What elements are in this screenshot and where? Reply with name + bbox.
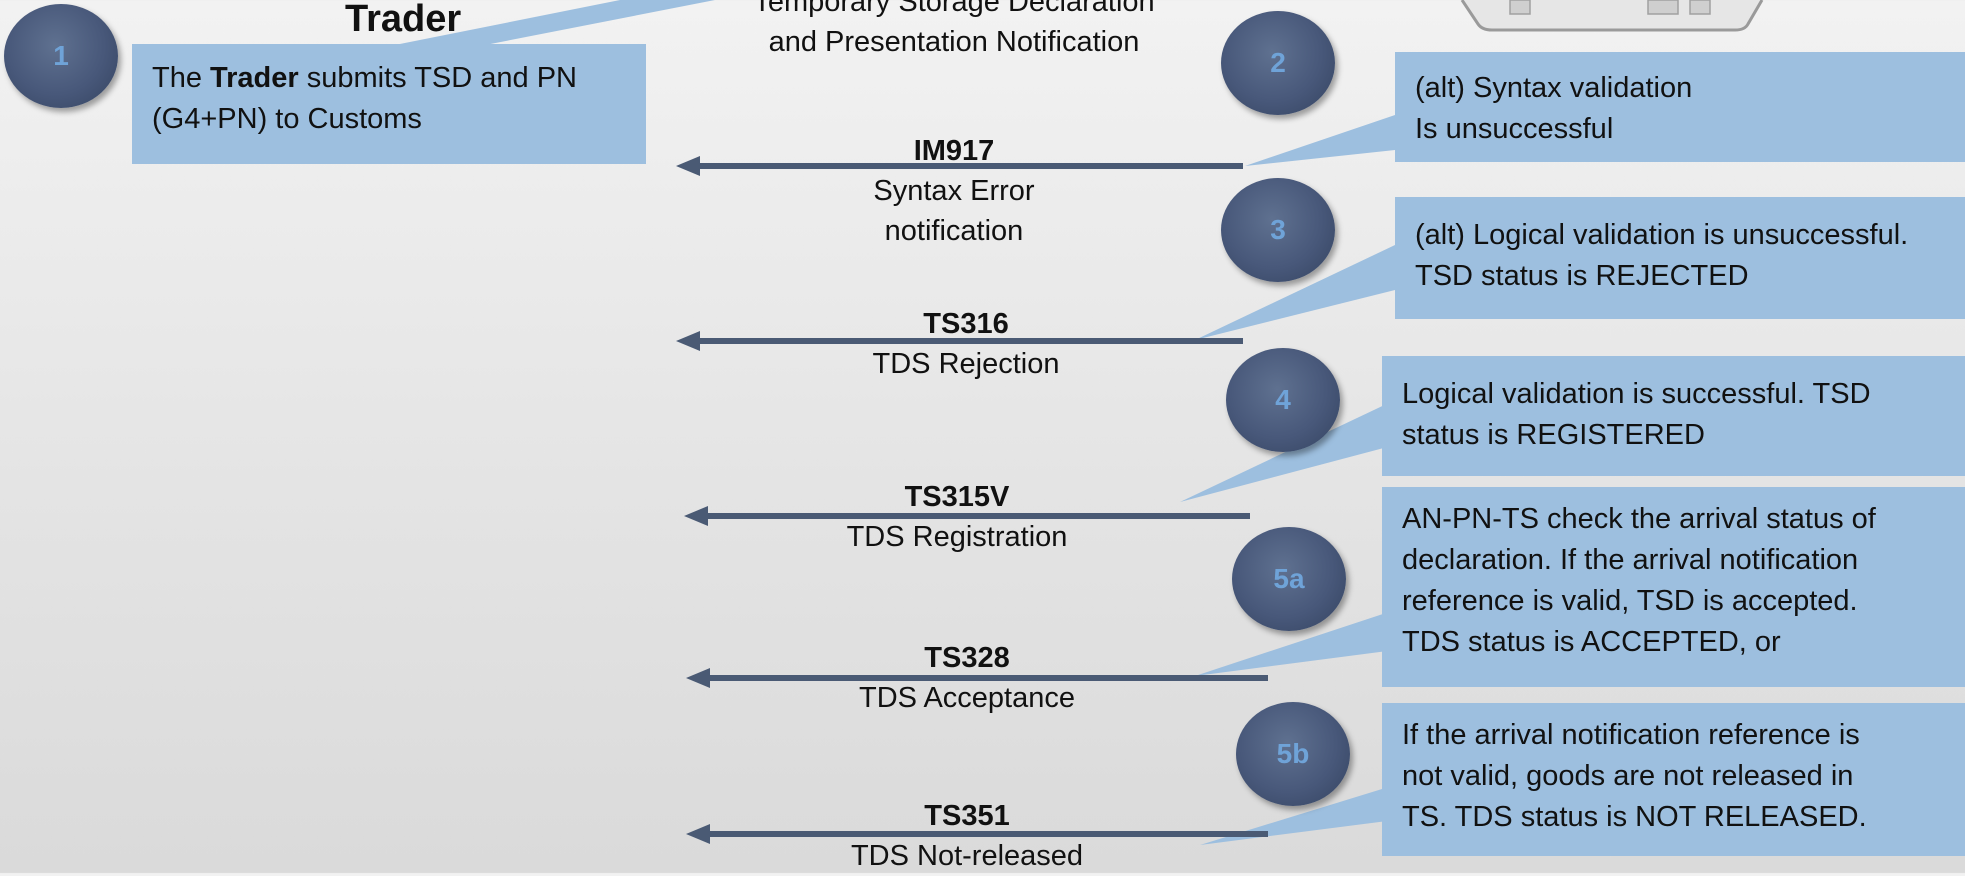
message-ts315v: TS315V TDS Registration (797, 477, 1117, 557)
callout-pointer-3 (1195, 245, 1395, 340)
message-code: TS328 (924, 642, 1010, 674)
step-4-line1: Logical validation is successful. TSD (1402, 378, 1871, 410)
step-callout-3: (alt) Logical validation is unsuccessful… (1395, 197, 1965, 319)
message-code: IM917 (913, 135, 995, 167)
message-label-line1: TDS Registration (846, 521, 1068, 553)
message-ts316: TS316 TDS Rejection (806, 304, 1126, 384)
step-callout-5b: If the arrival notification reference is… (1382, 703, 1965, 856)
step-5b-line2: not valid, goods are not released in (1402, 760, 1854, 792)
step-5a-line1: AN-PN-TS check the arrival status of (1402, 503, 1876, 535)
step-badge-5a: 5a (1232, 527, 1346, 631)
message-ts351: TS351 TDS Not-released (807, 796, 1127, 876)
message-label-line1: TDS Rejection (872, 348, 1060, 380)
step-5a-line4: TDS status is ACCEPTED, or (1402, 626, 1781, 658)
step-badge-4: 4 (1226, 348, 1340, 452)
step-2-line1: (alt) Syntax validation (1415, 72, 1693, 104)
step-callout-4: Logical validation is successful. TSD st… (1382, 356, 1965, 476)
step-2-line2: Is unsuccessful (1415, 113, 1614, 145)
callout-pointer-2 (1245, 115, 1395, 166)
step-badge-2: 2 (1221, 11, 1335, 115)
top-message-line2: and Presentation Notification (768, 26, 1140, 58)
step-badge-5b: 5b (1236, 702, 1350, 806)
message-code: TS351 (924, 800, 1010, 832)
step-1-line2: (G4+PN) to Customs (152, 103, 422, 135)
message-label-line1: TDS Acceptance (859, 682, 1075, 714)
step-5b-line1: If the arrival notification reference is (1402, 719, 1860, 751)
message-label-line1: TDS Not-released (850, 840, 1084, 872)
step-1-line1: The Trader submits TSD and PN (152, 58, 626, 99)
arrow-ts328 (686, 668, 1268, 688)
step-3-line2: TSD status is REJECTED (1415, 260, 1749, 292)
step-5a-line3: reference is valid, TSD is accepted. (1402, 585, 1858, 617)
step-5b-line3: TS. TDS status is NOT RELEASED. (1402, 801, 1867, 833)
trader-title: Trader (345, 0, 462, 40)
step-5a-line2: declaration. If the arrival notification (1402, 544, 1859, 576)
top-message-label: Temporary Storage Declaration and Presen… (724, 0, 1184, 62)
step-callout-1: The Trader submits TSD and PN (G4+PN) to… (132, 44, 646, 164)
callout-pointer-5a (1195, 610, 1395, 676)
step-badge-3: 3 (1221, 178, 1335, 282)
message-label-line1: Syntax Error (873, 175, 1035, 207)
arrow-ts315v (684, 506, 1250, 526)
step-1-text-bold: Trader (210, 62, 299, 94)
message-ts328: TS328 TDS Acceptance (807, 638, 1127, 718)
message-label-line2: notification (884, 215, 1024, 247)
step-1-text-pre: The (152, 62, 211, 94)
step-4-line2: status is REGISTERED (1402, 419, 1705, 451)
step-badge-1: 1 (4, 4, 118, 108)
message-im917: IM917 Syntax Error notification (794, 131, 1114, 251)
callout-pointer-1 (380, 0, 715, 48)
message-code: TS316 (923, 308, 1009, 340)
step-1-text-post: submits TSD and PN (298, 62, 577, 94)
callout-pointer-5b (1200, 785, 1395, 845)
arrow-im917 (676, 156, 1243, 176)
step-callout-5a: AN-PN-TS check the arrival status of dec… (1382, 487, 1965, 687)
top-message-line1: Temporary Storage Declaration (753, 0, 1155, 18)
message-code: TS315V (904, 481, 1010, 513)
computer-icon (1460, 0, 1764, 32)
step-callout-2: (alt) Syntax validation Is unsuccessful (1395, 52, 1965, 162)
step-3-line1: (alt) Logical validation is unsuccessful… (1415, 219, 1909, 251)
arrow-ts351 (686, 824, 1268, 844)
arrow-ts316 (676, 331, 1243, 351)
